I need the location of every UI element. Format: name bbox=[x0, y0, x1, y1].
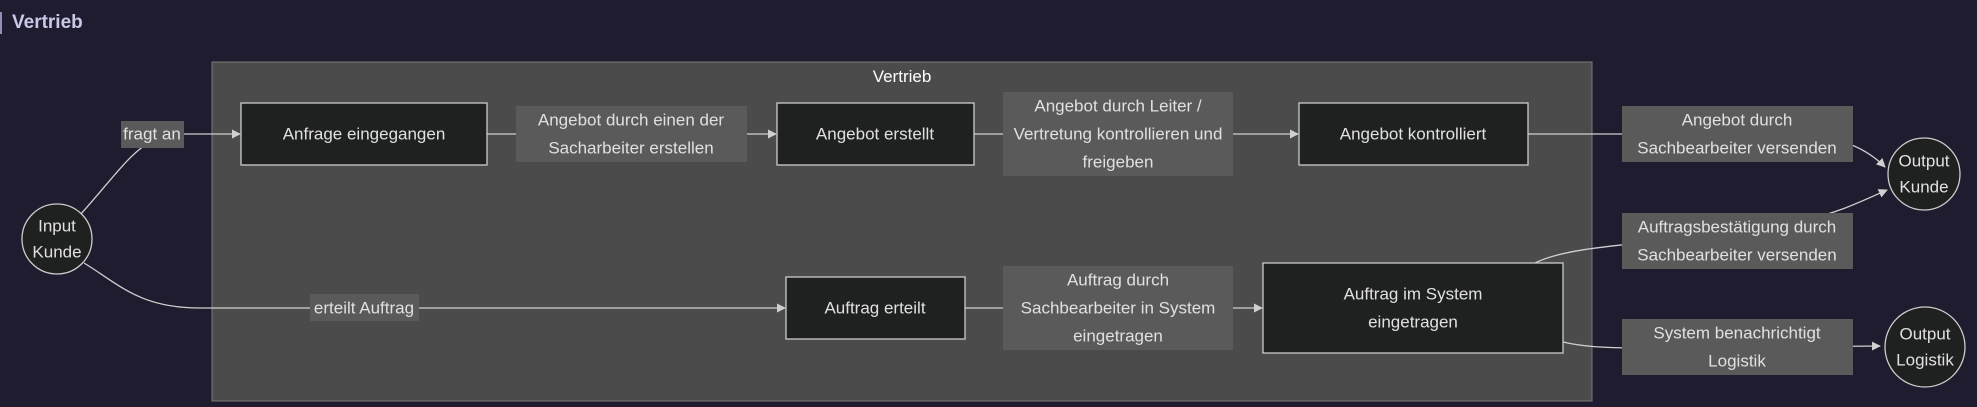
edge-input-auftrag bbox=[83, 262, 786, 313]
text-line: Angebot durch bbox=[1682, 111, 1793, 130]
svg-text:Angebot erstellt: Angebot erstellt bbox=[816, 125, 934, 144]
text-line: Sachbearbeiter versenden bbox=[1637, 139, 1836, 158]
text-line: Angebot erstellt bbox=[816, 125, 934, 144]
text-line: Logistik bbox=[1708, 352, 1766, 371]
text-line: Logistik bbox=[1896, 351, 1954, 370]
text-line: Input bbox=[38, 217, 76, 236]
node-anfrage-eingegangen: Anfrage eingegangen bbox=[240, 102, 488, 166]
edge-label-erteilt-auftrag: erteilt Auftrag bbox=[310, 294, 419, 321]
node-angebot-kontrolliert: Angebot kontrolliert bbox=[1298, 102, 1529, 166]
node-auftrag-erteilt: Auftrag erteilt bbox=[785, 276, 966, 340]
text-line: Output bbox=[1898, 152, 1949, 171]
header-accent-bar bbox=[0, 12, 2, 34]
node-auftrag-im-system: Auftrag im System eingetragen bbox=[1262, 262, 1564, 354]
svg-text:Auftrag erteilt: Auftrag erteilt bbox=[824, 299, 925, 318]
text-line: erteilt Auftrag bbox=[314, 299, 414, 318]
svg-text:Angebot kontrolliert: Angebot kontrolliert bbox=[1340, 125, 1487, 144]
text-line: eingetragen bbox=[1073, 327, 1163, 346]
text-line: Auftrag im System bbox=[1344, 285, 1483, 304]
subgraph-title: Vertrieb bbox=[873, 67, 932, 86]
edge-label-leiter: Angebot durch Leiter / Vertretung kontrol… bbox=[1003, 92, 1233, 176]
text-line: Auftrag durch bbox=[1067, 271, 1169, 290]
text-line: Output bbox=[1899, 325, 1950, 344]
text-line: Auftrag erteilt bbox=[824, 299, 925, 318]
text-line: freigeben bbox=[1083, 153, 1154, 172]
svg-text:erteilt Auftrag: erteilt Auftrag bbox=[314, 299, 414, 318]
text-line: Sachbearbeiter in System bbox=[1021, 299, 1216, 318]
node-angebot-erstellt: Angebot erstellt bbox=[776, 102, 975, 166]
text-line: Kunde bbox=[32, 243, 81, 262]
text-line: fragt an bbox=[123, 125, 181, 144]
text-line: Sachbearbeiter versenden bbox=[1637, 246, 1836, 265]
edge-label-fragt-an: fragt an bbox=[121, 121, 184, 148]
svg-text:Anfrage eingegangen: Anfrage eingegangen bbox=[283, 125, 446, 144]
page-header: Vertrieb bbox=[0, 8, 83, 38]
text-line: Sacharbeiter erstellen bbox=[548, 139, 713, 158]
text-line: Angebot durch einen der bbox=[538, 111, 725, 130]
text-line: Angebot kontrolliert bbox=[1340, 125, 1487, 144]
page-title: Vertrieb bbox=[12, 12, 83, 33]
text-line: Kunde bbox=[1899, 178, 1948, 197]
text-line: Anfrage eingegangen bbox=[283, 125, 446, 144]
text-line: Auftragsbestätigung durch bbox=[1638, 218, 1836, 237]
text-line: eingetragen bbox=[1368, 313, 1458, 332]
text-line: Angebot durch Leiter / bbox=[1034, 97, 1202, 116]
text-line: Vertretung kontrollieren und bbox=[1014, 125, 1223, 144]
svg-text:Angebot durch Leiter /Vertretu: Angebot durch Leiter / Vertretung kontrol… bbox=[1014, 97, 1223, 172]
text-line: System benachrichtigt bbox=[1653, 324, 1821, 343]
svg-text:fragt an: fragt an bbox=[123, 125, 181, 144]
